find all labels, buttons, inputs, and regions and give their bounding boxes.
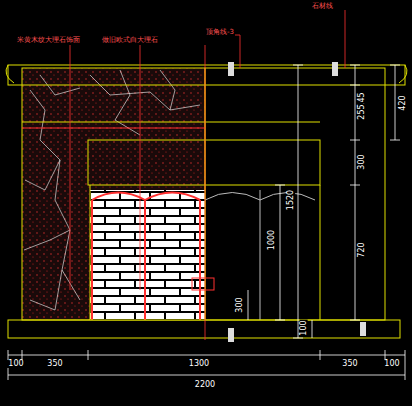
material-note: 做旧欧式白大理石 bbox=[101, 37, 159, 44]
dimension-text: 1300 bbox=[188, 360, 210, 368]
dimension-text: 255 bbox=[358, 103, 366, 120]
dimension-text: 350 bbox=[46, 360, 63, 368]
material-note: 石材线 bbox=[311, 3, 334, 10]
dimension-text: 300 bbox=[358, 153, 366, 170]
material-note: 米黄木纹大理石饰面 bbox=[16, 37, 81, 44]
dimension-text: 100 bbox=[7, 360, 24, 368]
dimension-text: 2200 bbox=[194, 381, 216, 389]
material-note: 顶角线-3 bbox=[205, 29, 235, 36]
dimension-text: 420 bbox=[399, 94, 407, 111]
dimension-text: 1520 bbox=[287, 189, 295, 211]
dimension-text: 300 bbox=[236, 296, 244, 313]
dimension-text: 100 bbox=[300, 319, 308, 336]
dimension-text: 350 bbox=[341, 360, 358, 368]
dimension-text: 100 bbox=[383, 360, 400, 368]
dimension-text: 720 bbox=[358, 241, 366, 258]
dimension-text: 1000 bbox=[268, 229, 276, 251]
